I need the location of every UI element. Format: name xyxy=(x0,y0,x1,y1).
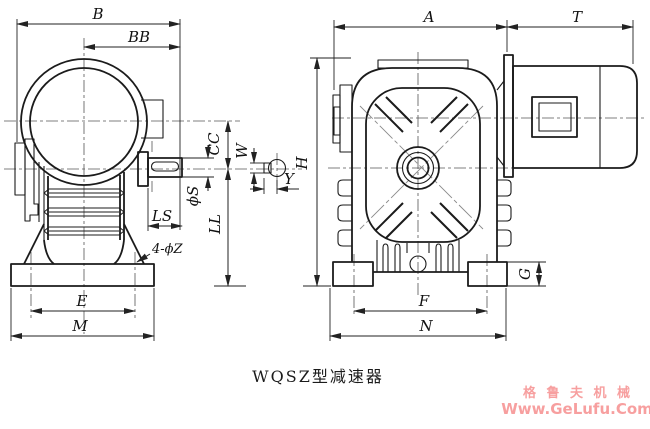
housing-front xyxy=(332,59,505,262)
drain-plug xyxy=(409,255,427,273)
watermark-brand: 格 鲁 夫 机 械 xyxy=(523,385,633,401)
cooling-fins-side xyxy=(43,188,125,236)
housing-column-side xyxy=(10,172,155,287)
terminal-box-outer xyxy=(531,96,578,138)
side-bolts xyxy=(337,179,512,247)
dim-label-F: F xyxy=(418,292,430,310)
output-shaft-side xyxy=(137,151,183,187)
dim-label-T: T xyxy=(572,8,583,26)
cover-inner-circle xyxy=(29,67,139,177)
dim-label-A: A xyxy=(422,8,435,26)
dim-label-E: E xyxy=(76,292,88,310)
drawing-caption: WQSZ型减速器 xyxy=(252,367,384,386)
left-view-dimensions: B BB CC ϕS LS LL 4-ϕZ E M xyxy=(10,5,246,341)
left-view-side xyxy=(4,38,302,334)
cover-outer-circle xyxy=(20,58,148,186)
left-gusset xyxy=(23,223,45,265)
dim-label-W: W xyxy=(233,142,251,159)
dim-label-holes: 4-ϕZ xyxy=(151,242,184,257)
dim-label-M: M xyxy=(71,317,88,335)
cover-tab xyxy=(141,99,164,139)
right-view-dimensions: A T H G F N xyxy=(293,8,634,341)
dim-label-Y: Y xyxy=(284,170,296,188)
motor xyxy=(503,54,638,178)
motor-body xyxy=(512,65,638,169)
worm-wheel-cover xyxy=(20,58,164,186)
front-cover-ribs xyxy=(365,87,481,243)
dim-label-LL: LL xyxy=(206,214,224,235)
output-hub xyxy=(396,146,440,190)
dim-label-LS: LS xyxy=(151,207,172,225)
shaft-body xyxy=(147,157,183,178)
right-foot xyxy=(467,261,508,287)
dim-label-BB: BB xyxy=(127,28,150,46)
left-foot xyxy=(332,261,374,287)
watermark: 格 鲁 夫 机 械 Www.GeLufu.Com xyxy=(501,385,650,418)
right-view-centerlines xyxy=(328,52,646,316)
worm-end-cover-side xyxy=(14,138,45,240)
mounting-base-side xyxy=(10,263,155,287)
left-view-centerlines xyxy=(4,38,302,334)
key-section xyxy=(263,162,272,174)
dim-label-H: H xyxy=(293,156,311,171)
watermark-url: Www.GeLufu.Com xyxy=(501,400,650,418)
key-cross-section-detail: W Y xyxy=(233,142,299,194)
terminal-box-inner xyxy=(538,102,572,132)
shaft-section-circle xyxy=(267,158,287,178)
dim-label-phiS: ϕS xyxy=(184,186,202,207)
top-cover-plate xyxy=(377,59,469,69)
shaft-keyway xyxy=(150,161,180,172)
right-view-front xyxy=(328,52,646,316)
dim-label-N: N xyxy=(418,317,433,335)
dim-label-G: G xyxy=(516,268,534,280)
dim-label-B: B xyxy=(91,5,103,23)
bottom-fins-feet xyxy=(332,240,508,287)
